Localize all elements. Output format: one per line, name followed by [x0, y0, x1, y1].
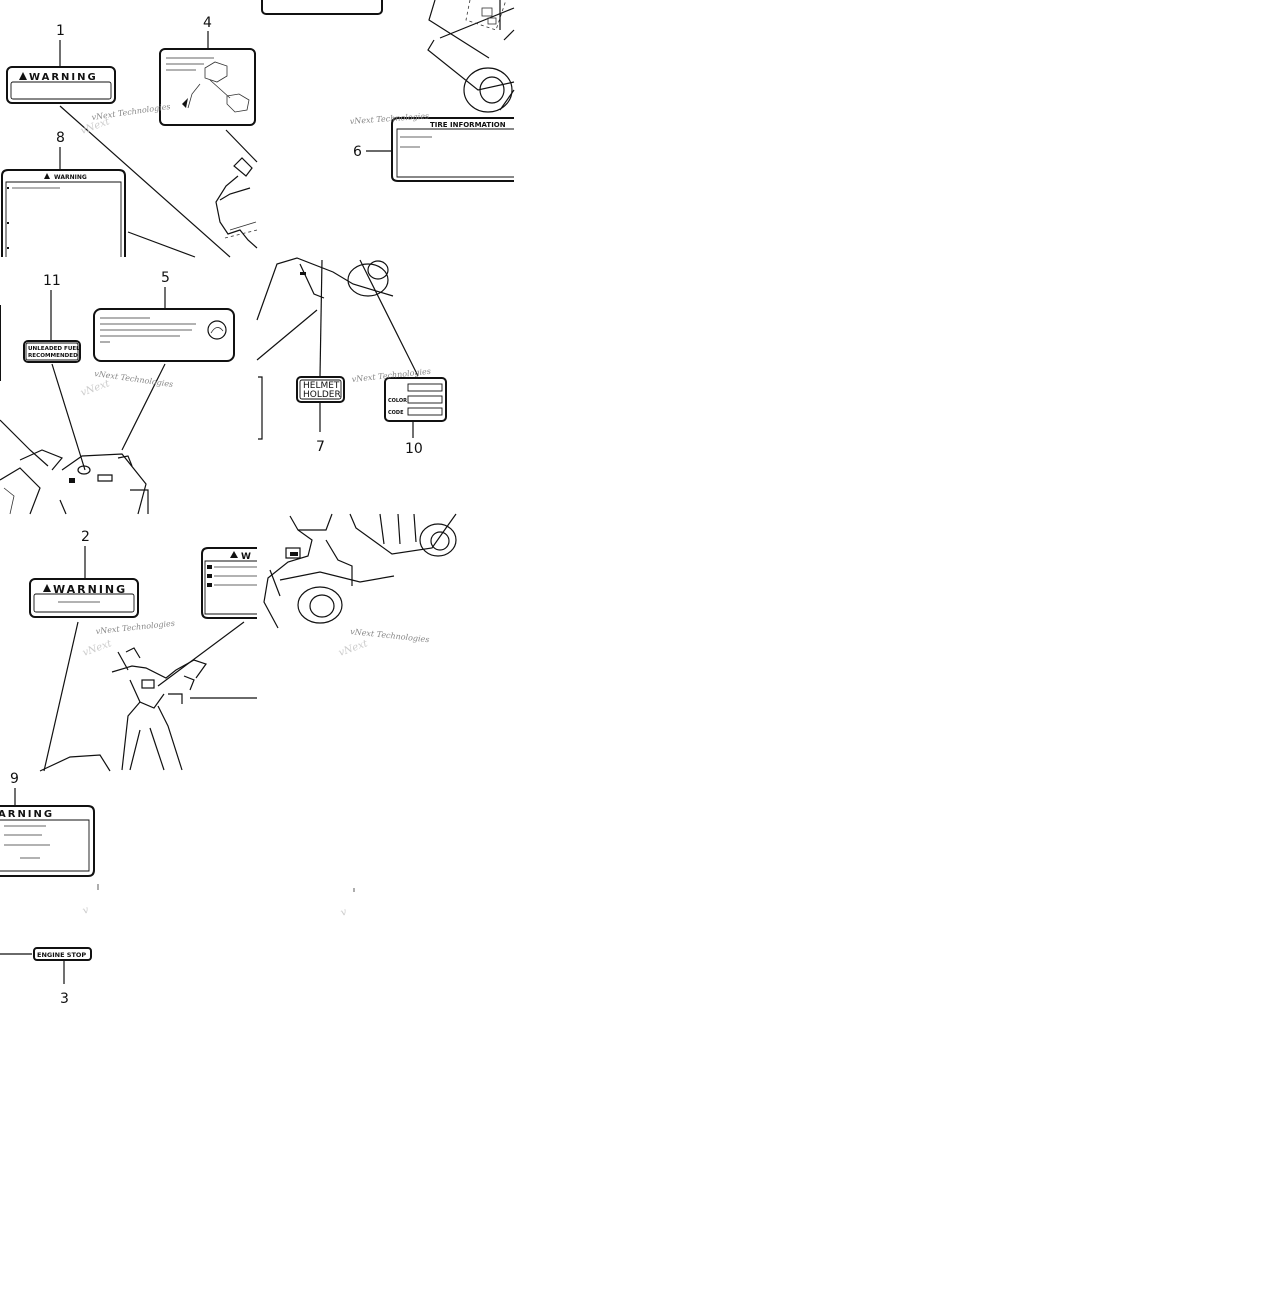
- label-8-warning-panel: WARNING: [1, 169, 126, 257]
- svg-text:v: v: [339, 906, 348, 918]
- callout-8: 8: [56, 130, 65, 146]
- label-10-color: COLOR: [388, 398, 407, 404]
- svg-text:vNext: vNext: [81, 638, 114, 659]
- tile-top-middle: 6 TIRE INFORMATION vNext Technologies: [261, 0, 515, 182]
- svg-text:v: v: [81, 904, 90, 916]
- label-9-warning-panel: ARNING: [0, 805, 95, 877]
- callout-2: 2: [81, 529, 90, 545]
- tile-top-left: 1 WARNING 4 8 WARNING: [1, 15, 258, 258]
- label-5-info-plate: [93, 308, 235, 362]
- label-7-line2: HOLDER: [303, 390, 341, 400]
- label-8-text: WARNING: [54, 174, 87, 181]
- callout-5: 5: [161, 270, 170, 286]
- label-3-engine-stop: ENGINE STOP: [33, 947, 92, 961]
- label-2-text: WARNING: [53, 583, 127, 596]
- label-1-warning: WARNING: [6, 66, 116, 104]
- label-11-line2: RECOMMENDED: [28, 353, 78, 359]
- tile-bottom-left: 9 ARNING v v ENGINE STOP 3: [0, 771, 355, 1007]
- callout-10: 10: [405, 441, 423, 457]
- label-6-text: TIRE INFORMATION: [430, 121, 506, 129]
- tile-middle-left: 11 UNLEADED FUEL RECOMMENDED 5: [0, 270, 235, 515]
- svg-text:vNext: vNext: [79, 378, 112, 399]
- label-2-warning: WARNING: [29, 578, 139, 618]
- label-6-tire-information: TIRE INFORMATION: [391, 117, 514, 182]
- callout-11: 11: [43, 273, 61, 289]
- label-cut-text: W: [241, 552, 251, 562]
- label-warning-panel-cut: W: [201, 547, 257, 619]
- label-9-text: ARNING: [0, 809, 54, 820]
- label-11-line1: UNLEADED FUEL: [28, 346, 80, 352]
- label-1-text: WARNING: [29, 72, 98, 83]
- svg-text:vNext: vNext: [337, 638, 370, 659]
- tile-lower-left: 2 WARNING W: [29, 529, 257, 772]
- label-3-text: ENGINE STOP: [37, 951, 86, 959]
- label-7-line1: HELMET: [303, 381, 340, 391]
- watermark-5: vNext Technologies: [95, 619, 175, 636]
- callout-4: 4: [203, 15, 212, 31]
- callout-6: 6: [353, 144, 362, 160]
- callout-9: 9: [10, 771, 19, 787]
- label-10-color-code: COLOR CODE: [384, 377, 447, 422]
- label-7-helmet-holder: HELMET HOLDER: [296, 376, 345, 403]
- tile-lower-middle: vNext Technologies vNext: [263, 513, 457, 659]
- tile-middle-middle: HELMET HOLDER 7 COLOR CODE 10 vNext Tech…: [256, 257, 447, 457]
- label-4-pictogram: [159, 48, 256, 126]
- label-11-unleaded-fuel: UNLEADED FUEL RECOMMENDED: [23, 340, 81, 363]
- callout-7: 7: [316, 439, 325, 455]
- callout-1: 1: [56, 23, 65, 39]
- label-10-code: CODE: [388, 410, 404, 416]
- callout-3: 3: [60, 991, 69, 1007]
